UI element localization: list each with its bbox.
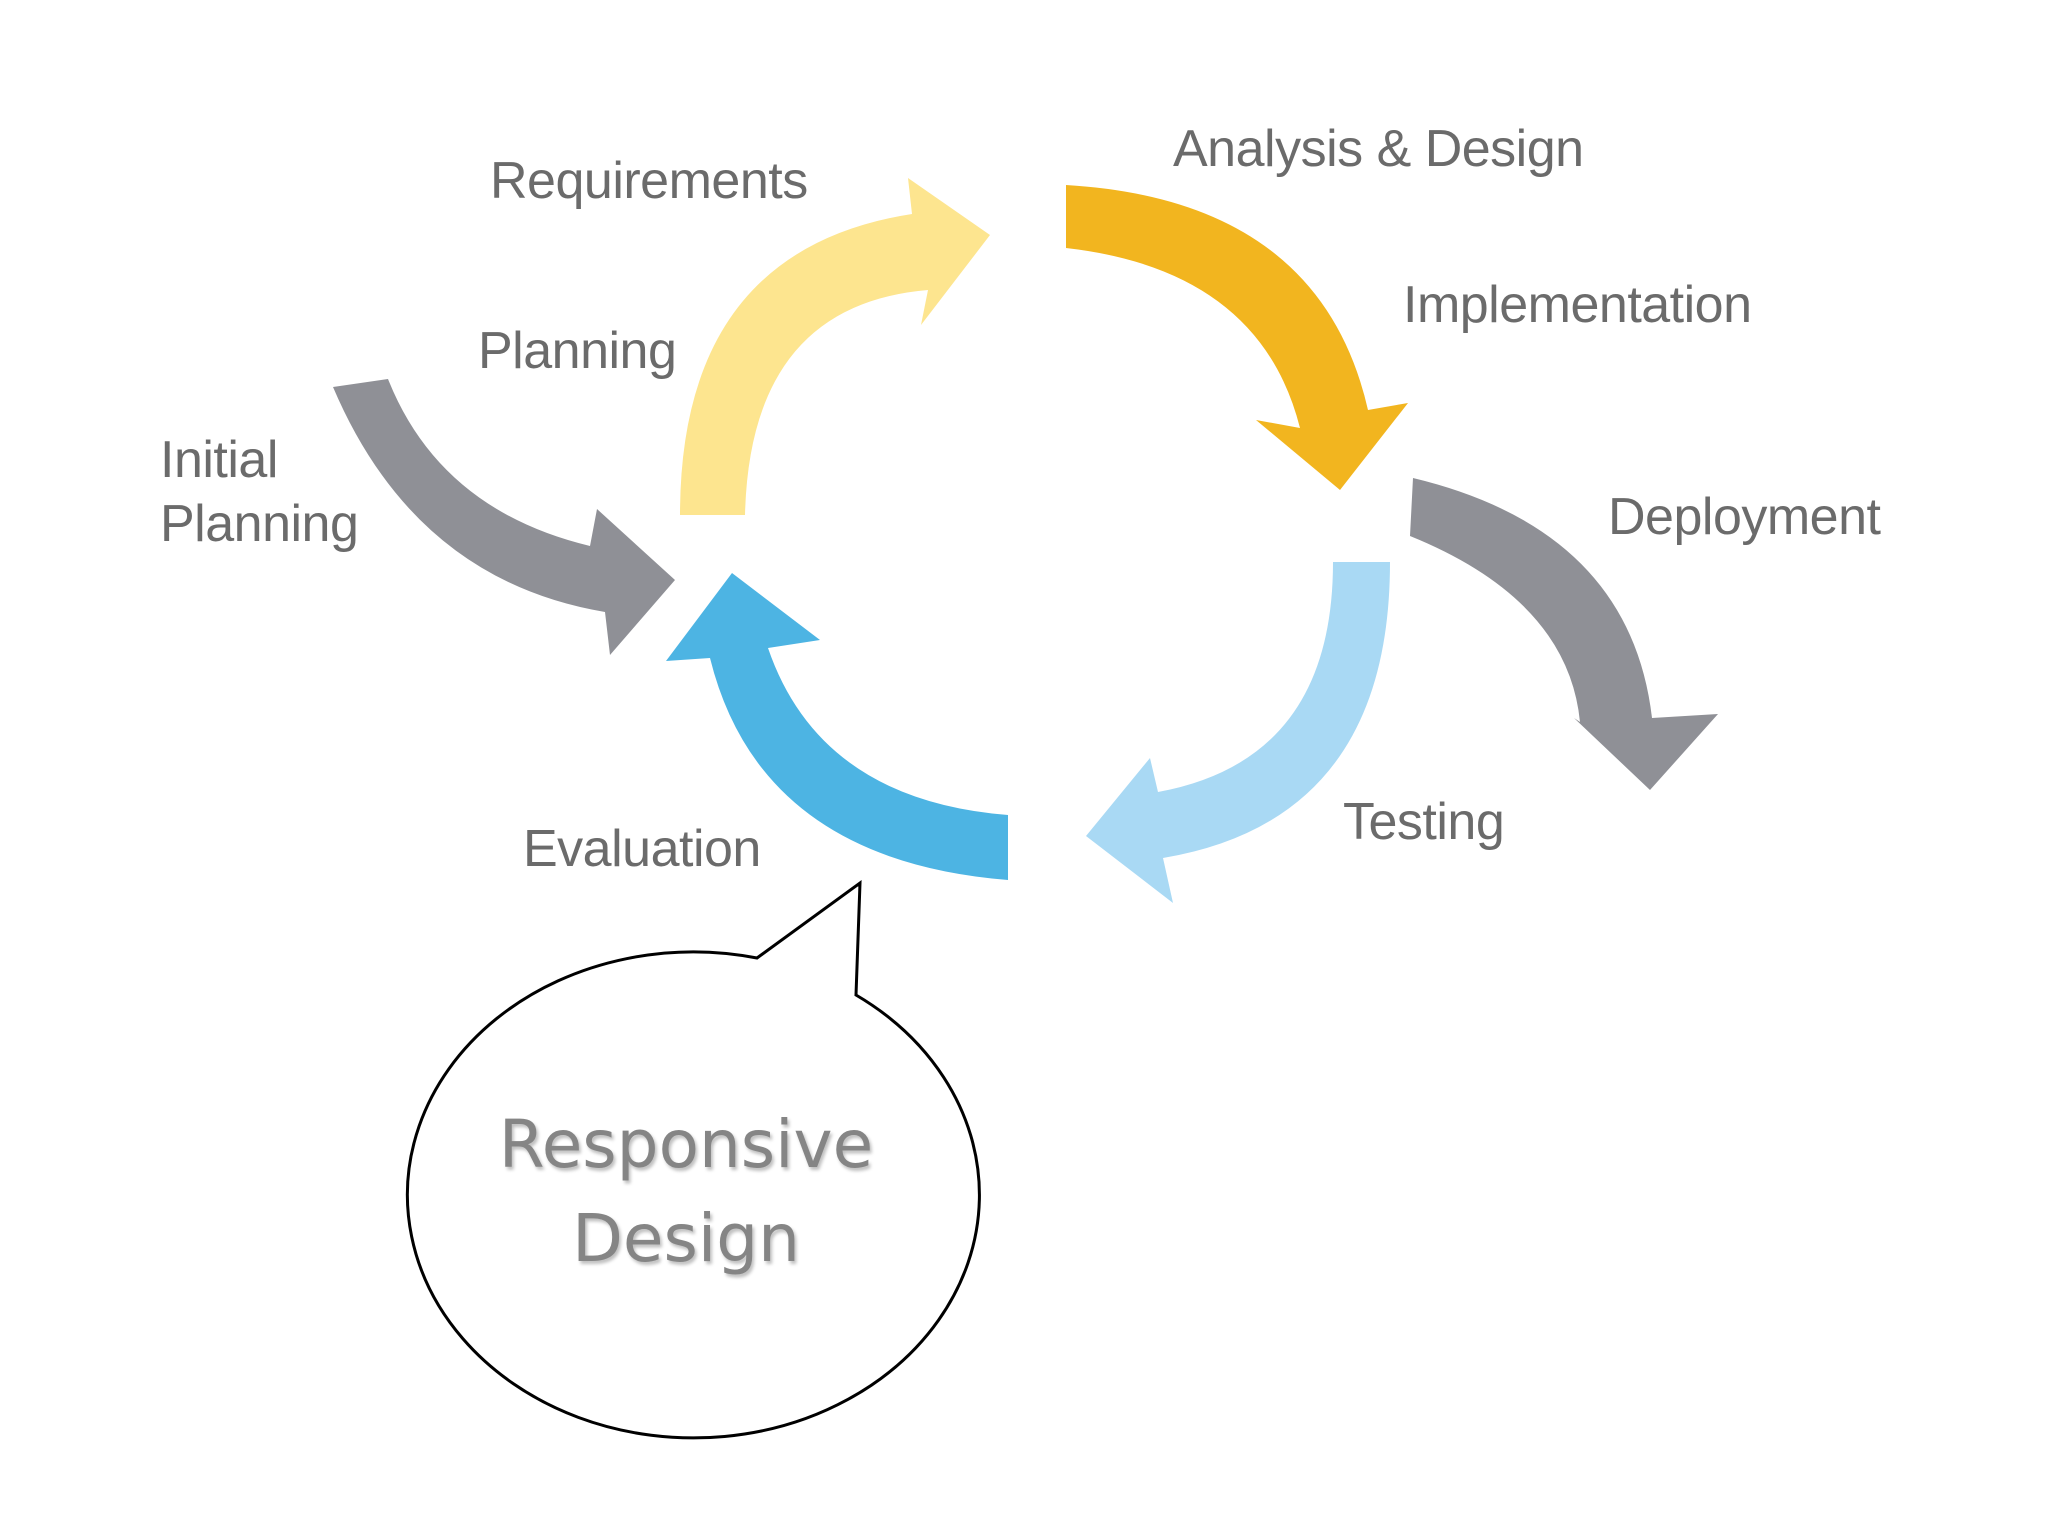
label-initial-planning-line2: Planning [160, 495, 359, 553]
testing-arrow [1086, 562, 1390, 903]
label-evaluation: Evaluation [523, 820, 761, 878]
label-planning: Planning [478, 322, 677, 380]
deployment-arrow [1410, 478, 1718, 790]
callout-text: Responsive Design [436, 1098, 936, 1286]
callout-line2: Design [572, 1200, 800, 1277]
label-testing: Testing [1343, 793, 1505, 851]
analysis-design-arrow [1066, 185, 1408, 490]
callout-line1: Responsive [498, 1106, 874, 1183]
label-deployment: Deployment [1608, 488, 1881, 546]
initial-planning-arrow [333, 379, 675, 655]
speech-bubble [406, 879, 981, 1440]
evaluation-arrow [666, 573, 1008, 880]
label-initial-planning-line1: Initial [160, 431, 278, 489]
label-requirements: Requirements [490, 152, 808, 210]
label-implementation: Implementation [1403, 276, 1752, 334]
label-initial-planning: Initial Planning [160, 428, 359, 556]
planning-arrow [680, 178, 990, 515]
label-analysis-design: Analysis & Design [1173, 120, 1584, 178]
